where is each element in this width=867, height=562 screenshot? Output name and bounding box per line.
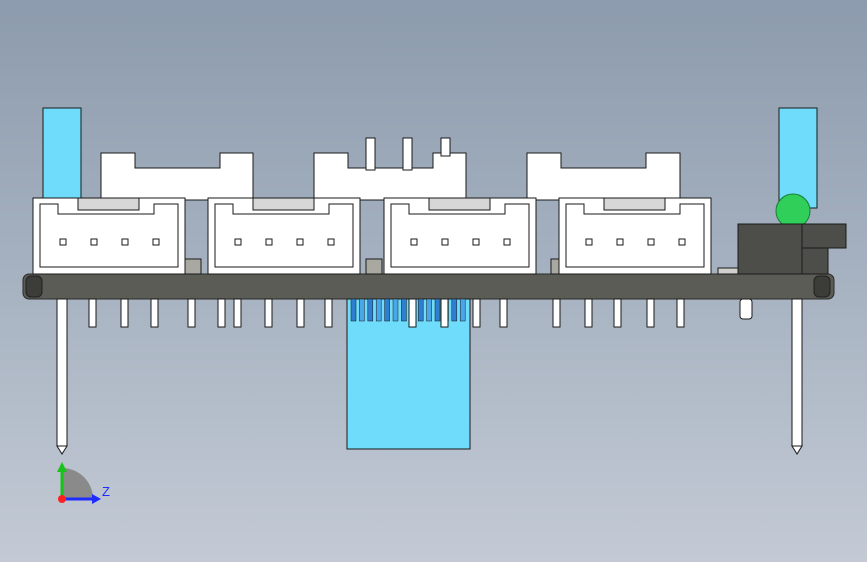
module-ridge [434, 298, 441, 322]
left-standoff-top[interactable] [42, 107, 82, 206]
connector-pin-hole [585, 238, 593, 246]
connector-2[interactable] [207, 197, 361, 275]
connector-pin-hole [265, 238, 273, 246]
header-pins-top [365, 137, 451, 171]
bottom-pin [120, 298, 129, 328]
connector-pin-hole [234, 238, 242, 246]
module-ridge [451, 298, 458, 322]
module-ridge [375, 298, 382, 322]
module-ridge [459, 298, 466, 322]
green-led[interactable] [775, 193, 811, 229]
tact-switch-body[interactable] [737, 223, 803, 275]
right-long-pin [791, 298, 803, 455]
module-ridge [359, 298, 365, 322]
bottom-pin [676, 298, 685, 328]
connector-pin-hole [59, 238, 67, 246]
connector-latches [100, 152, 681, 201]
bottom-pin [613, 298, 622, 328]
connector-4[interactable] [558, 197, 712, 275]
header-pins-bottom [88, 298, 685, 328]
connector-pin-hole [441, 238, 449, 246]
smd-parts [184, 258, 741, 275]
bottom-pin [150, 298, 159, 328]
bottom-pin [187, 298, 196, 328]
connector-pin-hole [472, 238, 480, 246]
bottom-pin [233, 298, 242, 328]
module-ridge [392, 298, 399, 322]
module-ridge [401, 298, 407, 322]
bottom-pin [472, 298, 481, 328]
tact-switch-button[interactable] [801, 223, 847, 249]
right-standoff-top[interactable] [778, 107, 818, 209]
connector-pin-hole [647, 238, 655, 246]
connector-pin-hole [503, 238, 511, 246]
bottom-pin [88, 298, 97, 328]
axis-triad[interactable] [57, 462, 101, 504]
bottom-pin [440, 298, 449, 328]
module-ridge [426, 298, 432, 322]
axis-label-z: Z [102, 484, 110, 499]
left-long-pin [56, 298, 68, 455]
connector-1[interactable] [32, 197, 186, 275]
connector-3[interactable] [383, 197, 537, 275]
right-spacer [739, 298, 753, 320]
connector-pin-hole [327, 238, 335, 246]
bottom-pin [217, 298, 226, 328]
triad-dome [62, 468, 93, 499]
connector-pin-hole [296, 238, 304, 246]
connector-pin-hole [678, 238, 686, 246]
pcb-right-hole [813, 275, 831, 298]
bottom-pin [324, 298, 333, 328]
bottom-pin [408, 298, 417, 328]
pcb-left-hole [25, 275, 43, 298]
module-ridge [350, 298, 357, 322]
bottom-pin [584, 298, 593, 328]
tact-switch-leg [801, 247, 829, 275]
connector-group [32, 197, 712, 275]
y-axis-head [57, 462, 67, 472]
bottom-pin [264, 298, 273, 328]
pcb-board[interactable] [22, 273, 835, 300]
connector-pin-hole [90, 238, 98, 246]
bottom-pin [646, 298, 655, 328]
connector-pin-hole [121, 238, 129, 246]
z-axis-dot [58, 495, 66, 503]
bottom-pin [296, 298, 305, 328]
connector-pin-hole [616, 238, 624, 246]
module-ridge [367, 298, 374, 322]
bottom-pin [552, 298, 561, 328]
module-ridge [417, 298, 424, 322]
connector-pin-hole [152, 238, 160, 246]
bottom-pin [499, 298, 508, 328]
connector-pin-hole [410, 238, 418, 246]
module-ridge [384, 298, 390, 322]
x-axis-head [92, 494, 101, 504]
